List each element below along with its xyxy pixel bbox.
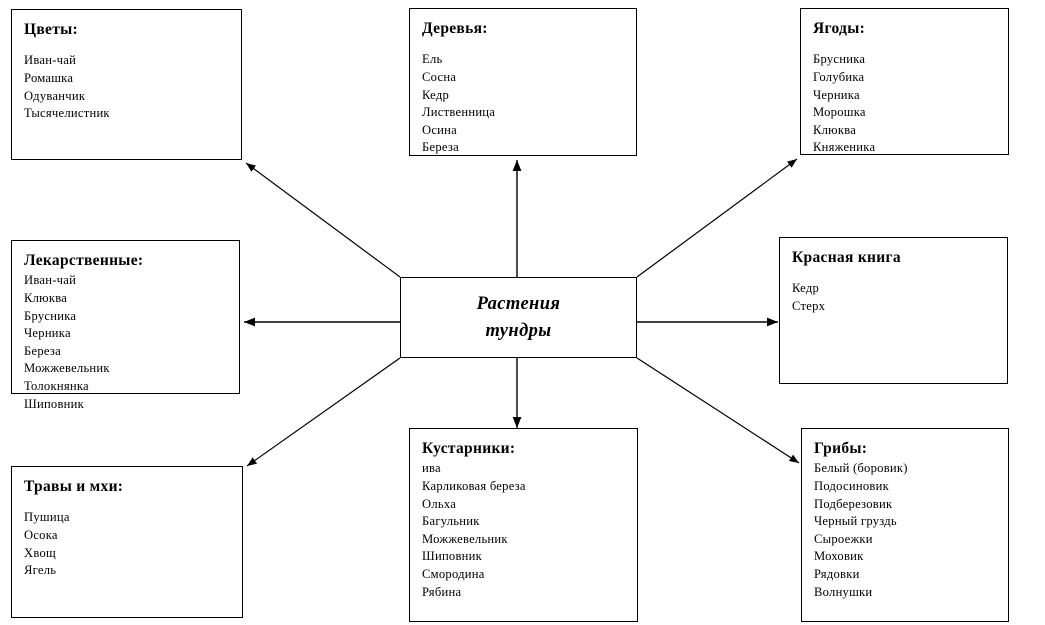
list-item: Береза xyxy=(24,343,61,358)
node-redbook[interactable]: Красная книга Кедр Стерх xyxy=(779,237,1008,384)
list-item: Толокнянка xyxy=(24,378,89,393)
list-item: Кедр xyxy=(422,87,450,102)
list-item: Брусника xyxy=(813,52,866,67)
list-item: Ягель xyxy=(24,563,57,578)
node-trees-title: Деревья: xyxy=(422,20,488,37)
list-item: Можжевельник xyxy=(24,361,110,376)
list-item: Кедр xyxy=(792,281,820,296)
node-mushrooms-list: Белый (боровик) Подосиновик Подберезовик… xyxy=(814,460,1008,601)
node-grasses-title: Травы и мхи: xyxy=(24,478,124,495)
list-item: Ель xyxy=(422,52,443,67)
node-flowers-title: Цветы: xyxy=(24,21,78,38)
list-item: Хвощ xyxy=(24,545,56,560)
node-grasses[interactable]: Травы и мхи: Пушица Осока Хвощ Ягель xyxy=(11,466,243,618)
list-item: Иван-чай xyxy=(24,53,77,68)
arrow-center-to-grasses xyxy=(246,357,401,467)
node-redbook-list: Кедр Стерх xyxy=(792,280,1007,315)
list-item: Ольха xyxy=(422,496,457,511)
list-item: Можжевельник xyxy=(422,531,508,546)
node-trees[interactable]: Деревья: Ель Сосна Кедр Лиственница Осин… xyxy=(409,8,637,156)
center-label-line2: тундры xyxy=(485,320,552,341)
arrow-center-to-berries xyxy=(636,158,798,278)
list-item: Рябина xyxy=(422,584,462,599)
list-item: Одуванчик xyxy=(24,88,86,103)
list-item: Смородина xyxy=(422,566,485,581)
list-item: Черный груздь xyxy=(814,514,897,529)
list-item: Клюква xyxy=(813,122,857,137)
node-grasses-list: Пушица Осока Хвощ Ягель xyxy=(24,509,242,579)
list-item: Лиственница xyxy=(422,105,496,120)
list-item: Белый (боровик) xyxy=(814,461,908,476)
node-medicinal-title: Лекарственные: xyxy=(24,252,144,269)
list-item: Голубика xyxy=(813,69,865,84)
list-item: Клюква xyxy=(24,290,68,305)
list-item: Пушица xyxy=(24,510,70,525)
node-shrubs-title: Кустарники: xyxy=(422,440,516,457)
node-shrubs-list: ива Карликовая береза Ольха Багульник Мо… xyxy=(422,460,637,601)
node-berries[interactable]: Ягоды: Брусника Голубика Черника Морошка… xyxy=(800,8,1009,155)
node-trees-list: Ель Сосна Кедр Лиственница Осина Береза xyxy=(422,51,636,157)
arrow-center-to-mushrooms xyxy=(636,357,800,464)
list-item: Шиповник xyxy=(24,396,85,411)
center-label-line1: Растения xyxy=(476,293,561,314)
list-item: Сосна xyxy=(422,69,457,84)
arrow-center-to-flowers xyxy=(245,162,401,278)
node-shrubs[interactable]: Кустарники: ива Карликовая береза Ольха … xyxy=(409,428,638,622)
list-item: Моховик xyxy=(814,549,864,564)
list-item: Сыроежки xyxy=(814,531,873,546)
node-mushrooms[interactable]: Грибы: Белый (боровик) Подосиновик Подбе… xyxy=(801,428,1009,622)
list-item: Иван-чай xyxy=(24,273,77,288)
node-flowers-list: Иван-чай Ромашка Одуванчик Тысячелистник xyxy=(24,52,241,122)
list-item: Рядовки xyxy=(814,566,860,581)
list-item: Осока xyxy=(24,527,58,542)
node-redbook-title: Красная книга xyxy=(792,249,901,266)
node-flowers[interactable]: Цветы: Иван-чай Ромашка Одуванчик Тысяче… xyxy=(11,9,242,160)
node-center[interactable]: Растения тундры xyxy=(400,277,637,358)
list-item: Подосиновик xyxy=(814,478,889,493)
list-item: Морошка xyxy=(813,105,866,120)
node-medicinal[interactable]: Лекарственные: Иван-чай Клюква Брусника … xyxy=(11,240,240,411)
list-item: Брусника xyxy=(24,308,77,323)
list-item: Волнушки xyxy=(814,584,873,599)
node-berries-list: Брусника Голубика Черника Морошка Клюква… xyxy=(813,51,1008,157)
center-label: Растения тундры xyxy=(477,291,561,345)
list-item: Княженика xyxy=(813,140,876,155)
list-item: Осина xyxy=(422,122,458,137)
list-item: Шиповник xyxy=(422,549,483,564)
list-item: Багульник xyxy=(422,514,480,529)
list-item: Береза xyxy=(422,140,459,155)
node-mushrooms-title: Грибы: xyxy=(814,440,868,457)
node-berries-title: Ягоды: xyxy=(813,20,866,37)
list-item: Стерх xyxy=(792,298,826,313)
node-medicinal-list: Иван-чай Клюква Брусника Черника Береза … xyxy=(24,272,239,413)
list-item: Черника xyxy=(24,326,71,341)
list-item: Ромашка xyxy=(24,70,74,85)
list-item: Черника xyxy=(813,87,860,102)
list-item: Карликовая береза xyxy=(422,478,526,493)
list-item: Тысячелистник xyxy=(24,106,110,121)
list-item: Подберезовик xyxy=(814,496,893,511)
list-item: ива xyxy=(422,461,441,476)
